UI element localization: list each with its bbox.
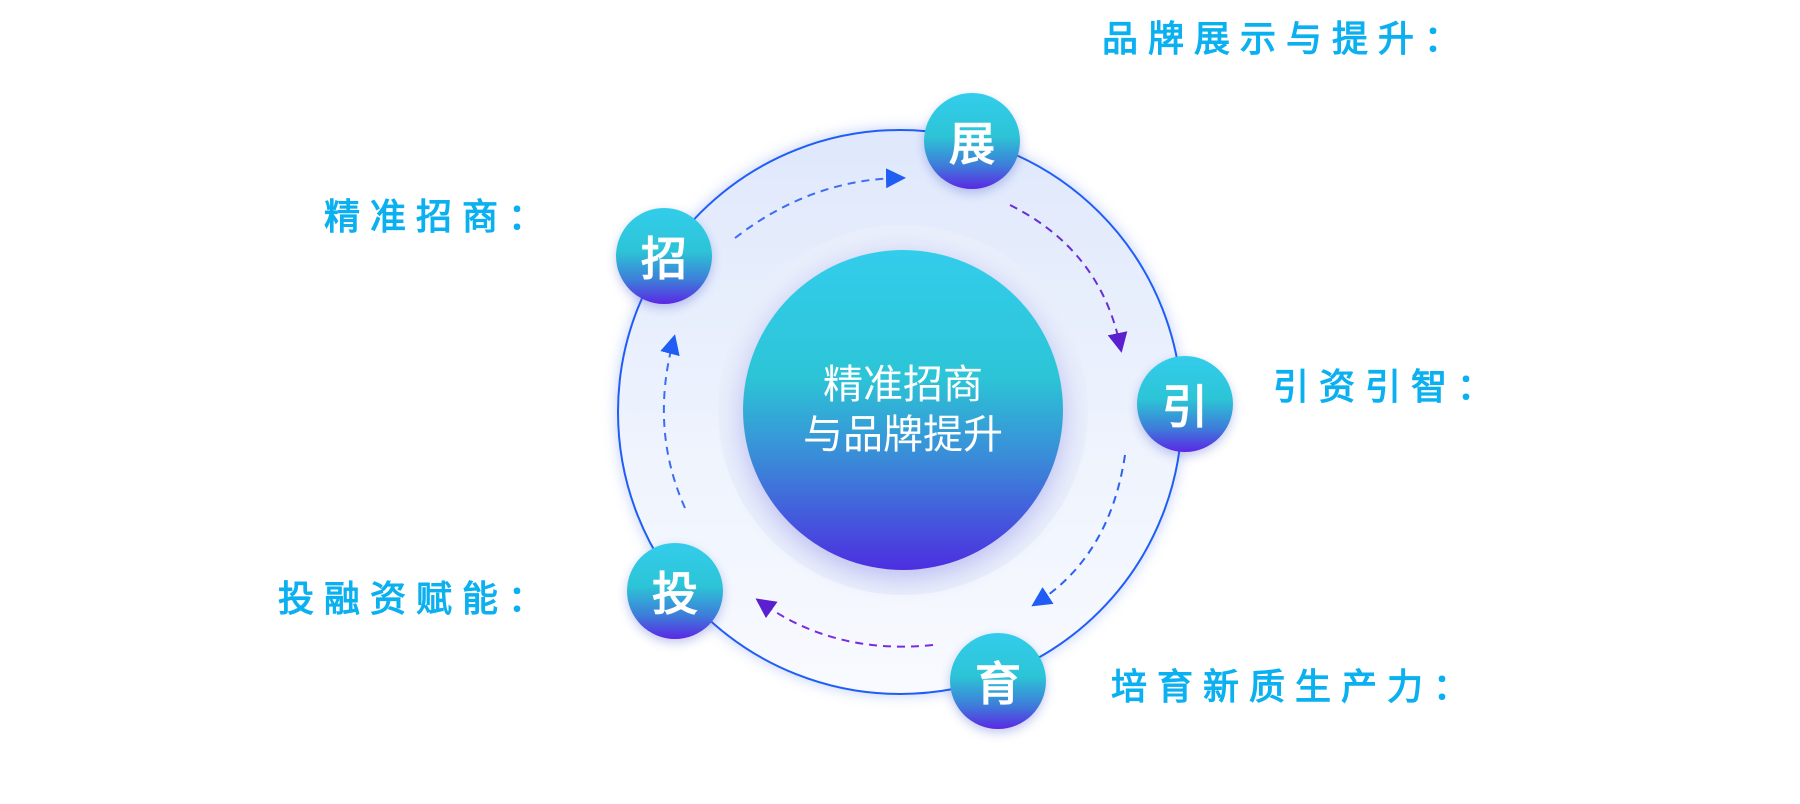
- label-zhan: 品牌展示与提升：: [1102, 19, 1471, 60]
- arrow-yin-to-yu: [1031, 454, 1126, 607]
- label-yin: 引资引智：: [1273, 367, 1504, 408]
- node-yu: 育: [950, 633, 1046, 729]
- label-yu: 培育新质生产力：: [1111, 667, 1480, 708]
- node-zhao: 招: [616, 208, 712, 304]
- node-zhan: 展: [924, 93, 1020, 189]
- center-title-line1: 精准招商: [823, 362, 983, 408]
- label-zhao: 精准招商：: [323, 197, 554, 238]
- label-tou: 投融资赋能：: [277, 579, 554, 620]
- arrow-tou-to-zhao: [660, 334, 686, 509]
- center-title-line2: 与品牌提升: [803, 412, 1003, 458]
- center-circle: 精准招商 与品牌提升: [743, 250, 1063, 570]
- arrow-yu-to-tou: [755, 598, 934, 648]
- node-yin: 引: [1137, 356, 1233, 452]
- arrow-zhao-to-zhan: [734, 168, 906, 239]
- node-tou: 投: [627, 543, 723, 639]
